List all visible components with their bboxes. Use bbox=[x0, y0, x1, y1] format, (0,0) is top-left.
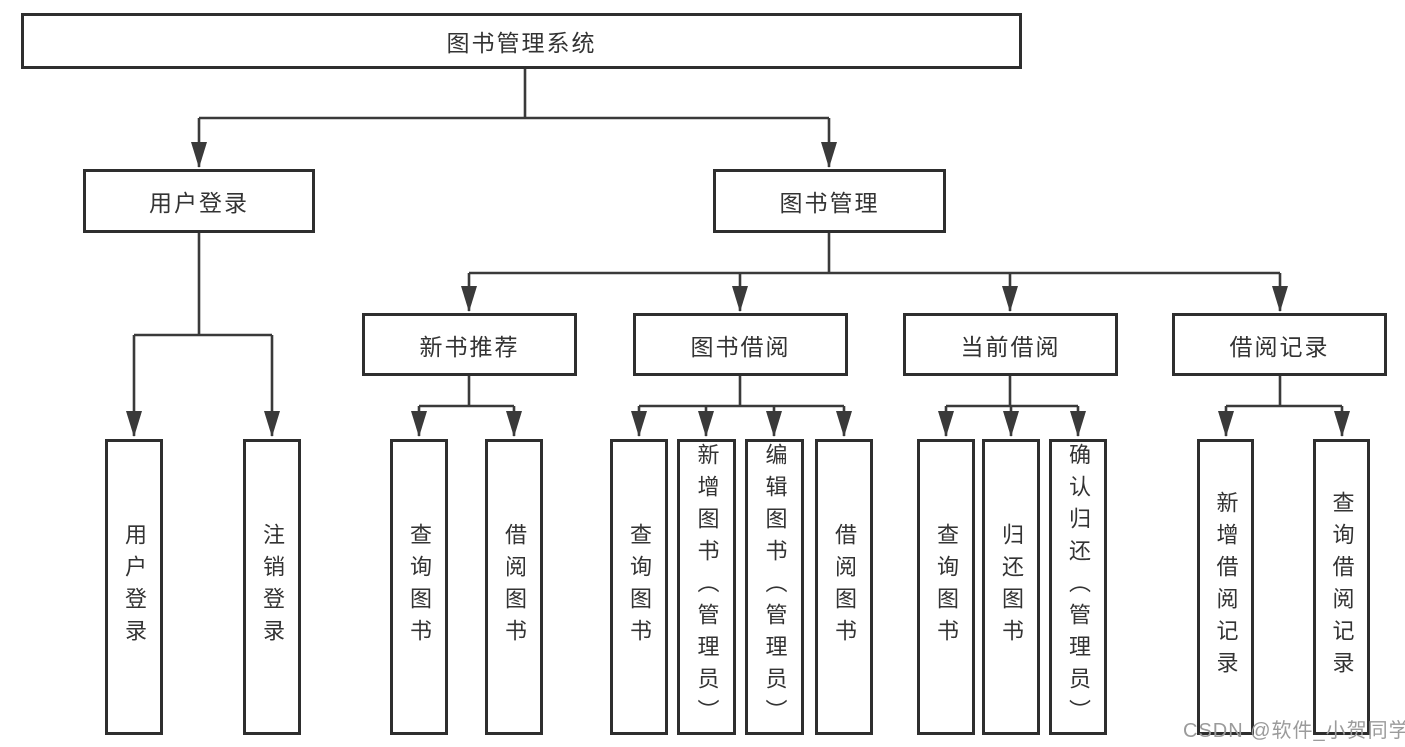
leaf-add-borrow-record: 新增借阅记录 bbox=[1197, 439, 1254, 735]
node-current-borrow-label: 当前借阅 bbox=[960, 333, 1061, 360]
node-root-label: 图书管理系统 bbox=[446, 30, 597, 56]
node-borrow-records: 借阅记录 bbox=[1172, 313, 1387, 376]
leaf-query-borrow-record: 查询借阅记录 bbox=[1313, 439, 1370, 735]
leaf-logout: 注销登录 bbox=[243, 439, 301, 735]
leaf-add-borrow-record-label: 新增借阅记录 bbox=[1213, 491, 1239, 683]
node-root: 图书管理系统 bbox=[21, 13, 1022, 69]
leaf-borrow-books-recommend-label: 借阅图书 bbox=[502, 523, 527, 651]
leaf-query-books-borrow: 查询图书 bbox=[610, 439, 668, 735]
leaf-add-books-admin-label: 新增图书（管理员） bbox=[694, 443, 720, 731]
node-book-borrow: 图书借阅 bbox=[633, 313, 848, 376]
leaf-logout-label: 注销登录 bbox=[260, 523, 285, 651]
node-new-book-recommend: 新书推荐 bbox=[362, 313, 577, 376]
leaf-borrow-books-label: 借阅图书 bbox=[832, 523, 857, 651]
leaf-query-books-current: 查询图书 bbox=[917, 439, 975, 735]
node-user-login: 用户登录 bbox=[83, 169, 315, 233]
watermark: CSDN @软件_小贺同学 bbox=[1183, 720, 1405, 742]
leaf-borrow-books: 借阅图书 bbox=[815, 439, 873, 735]
leaf-query-books-current-label: 查询图书 bbox=[934, 523, 959, 651]
leaf-return-books: 归还图书 bbox=[982, 439, 1040, 735]
leaf-add-books-admin: 新增图书（管理员） bbox=[677, 439, 736, 735]
node-book-management: 图书管理 bbox=[713, 169, 946, 233]
node-user-login-label: 用户登录 bbox=[149, 190, 249, 216]
node-current-borrow: 当前借阅 bbox=[903, 313, 1118, 376]
node-book-borrow-label: 图书借阅 bbox=[690, 333, 791, 360]
node-borrow-records-label: 借阅记录 bbox=[1229, 333, 1330, 360]
leaf-query-books-recommend: 查询图书 bbox=[390, 439, 448, 735]
leaf-edit-books-admin: 编辑图书（管理员） bbox=[745, 439, 804, 735]
leaf-edit-books-admin-label: 编辑图书（管理员） bbox=[762, 443, 788, 731]
node-new-book-recommend-label: 新书推荐 bbox=[419, 333, 520, 360]
leaf-query-books-recommend-label: 查询图书 bbox=[407, 523, 432, 651]
leaf-user-login: 用户登录 bbox=[105, 439, 163, 735]
leaf-query-books-borrow-label: 查询图书 bbox=[627, 523, 652, 651]
leaf-user-login-label: 用户登录 bbox=[122, 523, 147, 651]
leaf-return-books-label: 归还图书 bbox=[999, 523, 1024, 651]
leaf-borrow-books-recommend: 借阅图书 bbox=[485, 439, 543, 735]
leaf-confirm-return-admin: 确认归还（管理员） bbox=[1049, 439, 1107, 735]
leaf-confirm-return-admin-label: 确认归还（管理员） bbox=[1066, 443, 1091, 731]
leaf-query-borrow-record-label: 查询借阅记录 bbox=[1329, 491, 1355, 683]
node-book-management-label: 图书管理 bbox=[779, 190, 880, 216]
